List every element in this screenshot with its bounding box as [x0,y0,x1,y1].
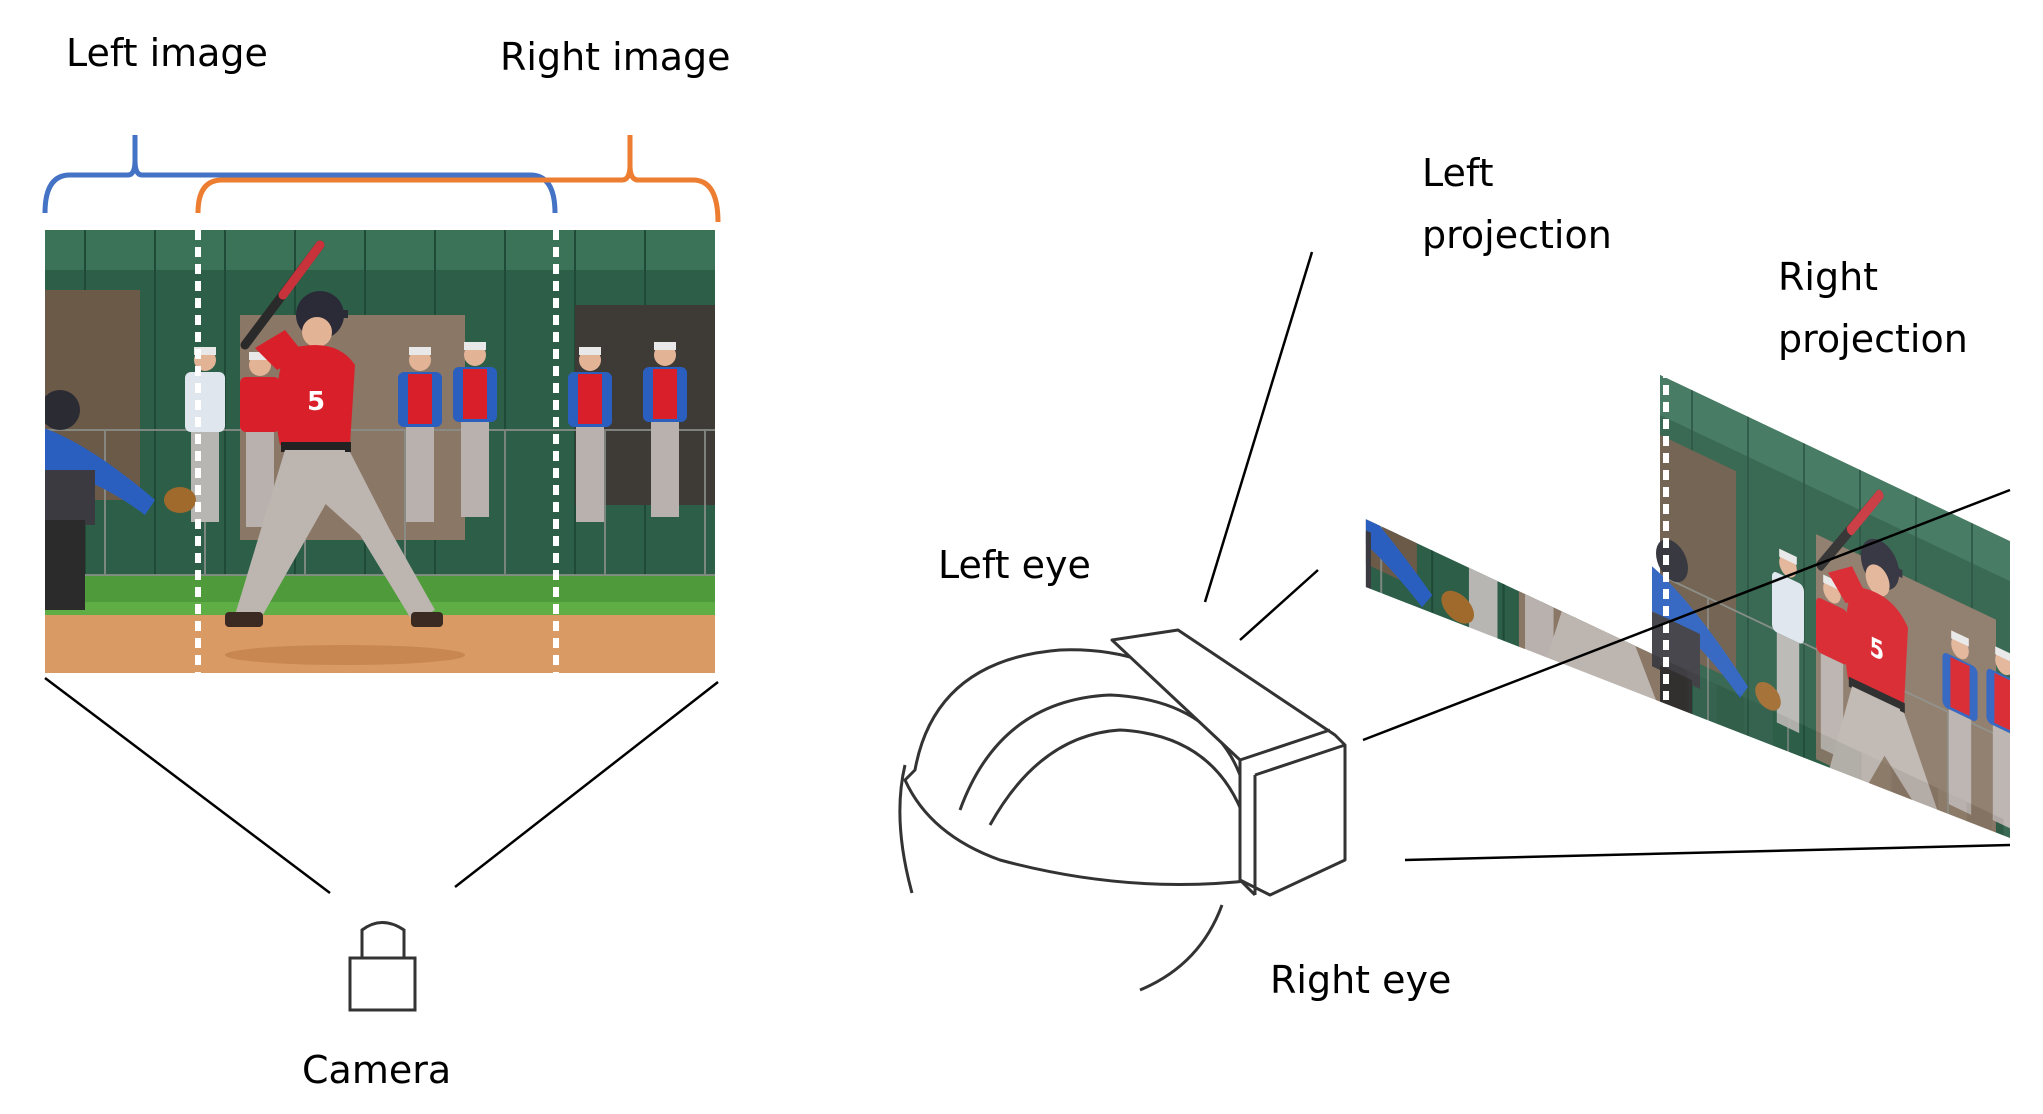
left-image-bracket [42,135,558,214]
left-image-label: Left image [66,31,268,75]
left-eye-label: Left eye [938,543,1091,587]
vr-headset-icon [898,628,1347,992]
left-projection-label-line2: projection [1422,213,1612,257]
left-eye-ray-upper [1203,251,1314,603]
plane-mask [1300,0,2043,1109]
camera-ray-left [44,677,331,894]
left-eye-ray-lower [1239,569,1319,641]
right-eye-ray-lower [1404,843,2011,862]
right-eye-ray-upper [1362,488,2011,742]
right-eye-label: Right eye [1270,958,1452,1002]
left-projection-label-line1: Left [1422,151,1494,195]
camera-ray-right [454,681,719,888]
stereo-photo [35,230,715,673]
camera-label: Camera [302,1048,452,1092]
right-image-bracket [195,135,721,223]
right-projection-label-line1: Right [1778,255,1879,299]
right-image-label: Right image [500,35,731,79]
right-projection-label-line2: projection [1778,317,1968,361]
camera-icon [348,921,417,1012]
